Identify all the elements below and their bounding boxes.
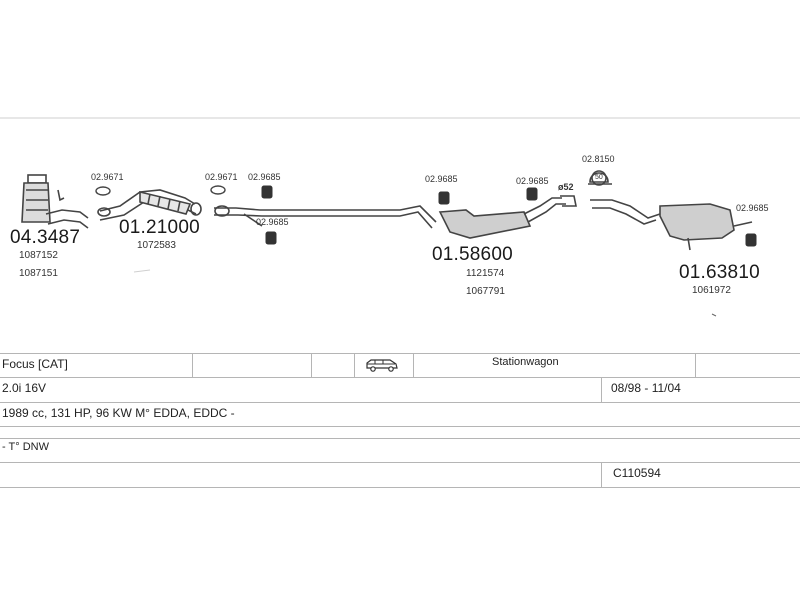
table-divider bbox=[695, 353, 696, 377]
middle-silencer-part[interactable] bbox=[214, 195, 577, 239]
part-number[interactable]: 04.3487 bbox=[10, 227, 81, 248]
part-number[interactable]: 01.63810 bbox=[679, 262, 760, 283]
mark bbox=[711, 313, 717, 317]
table-rule bbox=[0, 353, 800, 354]
table-divider bbox=[413, 353, 414, 377]
vehicle-table: Focus [CAT] Stationwagon 2.0i 16V 08/98 … bbox=[0, 353, 800, 488]
table-rule bbox=[0, 402, 800, 403]
part-ref: 1067791 bbox=[466, 286, 505, 297]
accessory-label[interactable]: 02.9671 bbox=[205, 172, 238, 182]
years-cell: 08/98 - 11/04 bbox=[611, 381, 681, 395]
hanger-size-label: 50 bbox=[595, 174, 603, 181]
clamp-size-label: ø52 bbox=[558, 182, 574, 192]
accessory-label[interactable]: 02.9685 bbox=[248, 172, 281, 182]
table-divider bbox=[601, 377, 602, 402]
front-pipe-part[interactable] bbox=[97, 189, 202, 221]
table-divider bbox=[354, 353, 355, 377]
specs-cell: 1989 cc, 131 HP, 96 KW M° EDDA, EDDC - bbox=[2, 406, 235, 420]
table-rule bbox=[0, 438, 800, 439]
exhaust-drawing bbox=[0, 117, 800, 317]
table-rule bbox=[0, 377, 800, 378]
model-cell: Focus [CAT] bbox=[2, 357, 68, 371]
table-divider bbox=[601, 462, 602, 487]
part-ref: 1061972 bbox=[692, 285, 731, 296]
part-ref: 1087151 bbox=[19, 268, 58, 279]
accessory-label[interactable]: 02.8150 bbox=[582, 154, 615, 164]
catalog-code-cell: C110594 bbox=[613, 466, 661, 480]
accessory-label[interactable]: 02.9685 bbox=[516, 176, 549, 186]
accessory-label[interactable]: 02.9685 bbox=[425, 174, 458, 184]
hanger-icon[interactable] bbox=[588, 170, 612, 186]
table-rule bbox=[0, 426, 800, 427]
catalytic-converter-part[interactable] bbox=[21, 174, 89, 229]
part-number[interactable]: 01.21000 bbox=[119, 217, 200, 238]
part-ref: 1072583 bbox=[137, 240, 176, 251]
accessory-label[interactable]: 02.9685 bbox=[256, 217, 289, 227]
part-number[interactable]: 01.58600 bbox=[432, 244, 513, 265]
part-ref: 1121574 bbox=[466, 268, 505, 279]
station-wagon-icon bbox=[366, 358, 398, 375]
engine-cell: 2.0i 16V bbox=[2, 381, 47, 395]
rear-silencer-part[interactable] bbox=[590, 199, 753, 251]
mark bbox=[133, 269, 151, 273]
part-ref: 1087152 bbox=[19, 250, 58, 261]
bolt-icon[interactable] bbox=[261, 185, 757, 247]
table-divider bbox=[192, 353, 193, 377]
type-code-cell: - T° DNW bbox=[2, 441, 49, 453]
accessory-label[interactable]: 02.9685 bbox=[736, 203, 769, 213]
gasket-icon[interactable] bbox=[95, 185, 226, 196]
body-type-cell: Stationwagon bbox=[492, 356, 559, 368]
table-rule bbox=[0, 487, 800, 488]
exhaust-diagram: 04.3487 1087152 1087151 01.21000 1072583… bbox=[0, 117, 800, 317]
table-divider bbox=[311, 353, 312, 377]
table-rule bbox=[0, 462, 800, 463]
accessory-label[interactable]: 02.9671 bbox=[91, 172, 124, 182]
